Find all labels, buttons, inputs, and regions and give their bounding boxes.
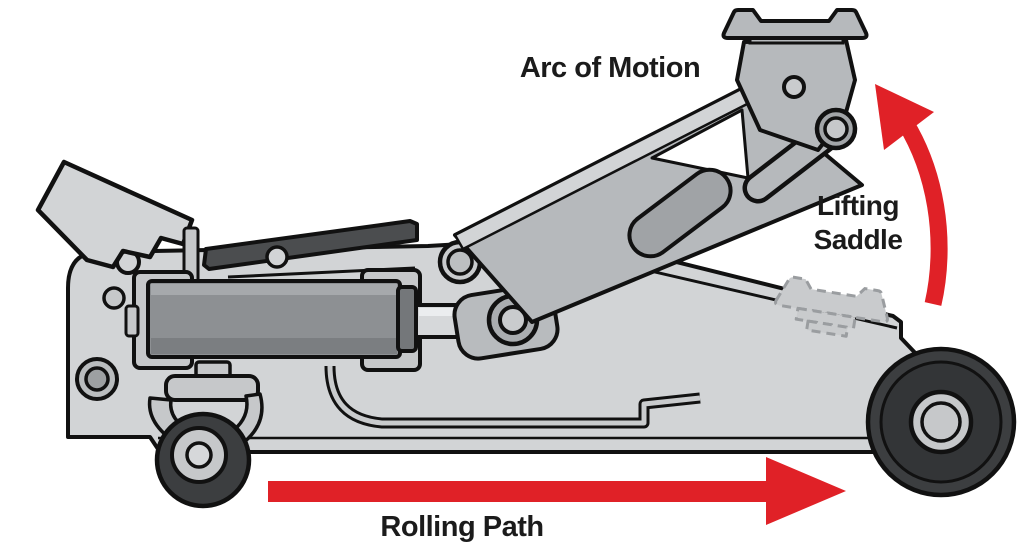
rear-wheel: [865, 346, 1017, 498]
rolling-path-label: Rolling Path: [380, 511, 544, 543]
hydraulic-cylinder: [124, 268, 466, 372]
grip-pad: [202, 219, 419, 271]
caster-mount: [164, 374, 260, 402]
rolling-path-arrow: [268, 457, 846, 525]
saddle-cup: [721, 8, 869, 40]
arm-slot: [627, 167, 733, 259]
lifting-saddle-raised: [721, 8, 869, 204]
frame-pivot-hole-inner: [446, 248, 474, 276]
arm-gap: [650, 108, 750, 180]
frame-hole: [102, 286, 126, 310]
handle-socket: [35, 159, 200, 284]
lifting-saddle-label-line2: Saddle: [813, 224, 903, 255]
lifting-saddle-lowered-ghost: [774, 275, 889, 338]
cylinder-end-cap: [396, 285, 418, 353]
rear-wheel-hub: [908, 389, 974, 455]
frame-grommet: [75, 357, 119, 401]
lifting-saddle-label: Lifting Saddle: [786, 189, 930, 257]
pad-notch: [265, 245, 289, 269]
front-caster-wheel: [147, 360, 264, 509]
arc-motion-arrow: [875, 84, 948, 306]
head-hole: [782, 75, 806, 99]
clamp-tab: [124, 304, 140, 338]
lift-arm: [453, 85, 864, 324]
arc-of-motion-label: Arc of Motion: [519, 52, 701, 84]
release-linkage-rod: [324, 365, 701, 429]
lifting-saddle-label-line1: Lifting: [816, 190, 900, 221]
